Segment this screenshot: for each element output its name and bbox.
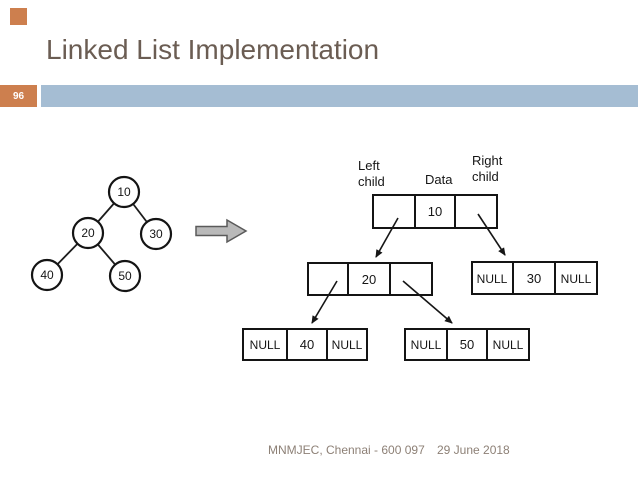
cell-data: 30 bbox=[527, 271, 541, 286]
tree-node-label: 10 bbox=[117, 185, 131, 199]
tree-node-label: 50 bbox=[118, 269, 132, 283]
tree-node-circle-30 bbox=[139, 217, 173, 251]
header-data: Data bbox=[425, 172, 453, 187]
cell-right: NULL bbox=[332, 338, 363, 352]
pointer-10-left-to-20 bbox=[375, 217, 399, 258]
pointer-20-left-to-40 bbox=[311, 280, 338, 324]
list-node-30: NULL 30 NULL bbox=[471, 261, 598, 295]
title-underline-bar bbox=[41, 85, 638, 107]
tree-node-label: 20 bbox=[81, 226, 95, 240]
list-node-50: NULL 50 NULL bbox=[404, 328, 530, 361]
tree-node-circle-50 bbox=[108, 259, 142, 293]
footer-date: 29 June 2018 bbox=[437, 443, 510, 457]
cell-right: NULL bbox=[493, 338, 524, 352]
cell-left: NULL bbox=[250, 338, 281, 352]
cell-data: 50 bbox=[460, 337, 474, 352]
tree-node-label: 40 bbox=[40, 268, 54, 282]
header-right-child: Right bbox=[472, 153, 503, 168]
header-left-child: child bbox=[358, 174, 385, 189]
cell-data: 10 bbox=[428, 204, 442, 219]
corner-accent-square bbox=[10, 8, 27, 25]
pointer-arrows bbox=[311, 213, 506, 324]
page-number-badge: 96 bbox=[0, 85, 37, 107]
page-number: 96 bbox=[12, 90, 25, 102]
cell-left: NULL bbox=[411, 338, 442, 352]
tree-node-circle-40 bbox=[30, 258, 64, 292]
cell-data: 20 bbox=[362, 272, 376, 287]
cell-right: NULL bbox=[561, 272, 592, 286]
list-headers: Left child Data Right child bbox=[358, 153, 503, 189]
tree-node-circle-20 bbox=[71, 216, 105, 250]
list-node-20: 20 bbox=[307, 262, 433, 296]
footer-location: MNMJEC, Chennai - 600 097 bbox=[268, 443, 425, 457]
tree-node-labels: 10 20 30 40 50 bbox=[40, 185, 163, 283]
pointer-10-right-to-30 bbox=[477, 213, 506, 256]
tree-nodes bbox=[30, 175, 173, 293]
slide-title: Linked List Implementation bbox=[46, 34, 380, 65]
list-node-10: 10 bbox=[372, 194, 498, 229]
header-right-child: child bbox=[472, 169, 499, 184]
tree-node-circle-10 bbox=[107, 175, 141, 209]
cell-data: 40 bbox=[300, 337, 314, 352]
block-arrow-icon bbox=[195, 218, 248, 244]
tree-node-label: 30 bbox=[149, 227, 163, 241]
list-node-40: NULL 40 NULL bbox=[242, 328, 368, 361]
header-left-child: Left bbox=[358, 158, 380, 173]
pointer-20-right-to-50 bbox=[402, 280, 453, 324]
cell-left: NULL bbox=[477, 272, 508, 286]
